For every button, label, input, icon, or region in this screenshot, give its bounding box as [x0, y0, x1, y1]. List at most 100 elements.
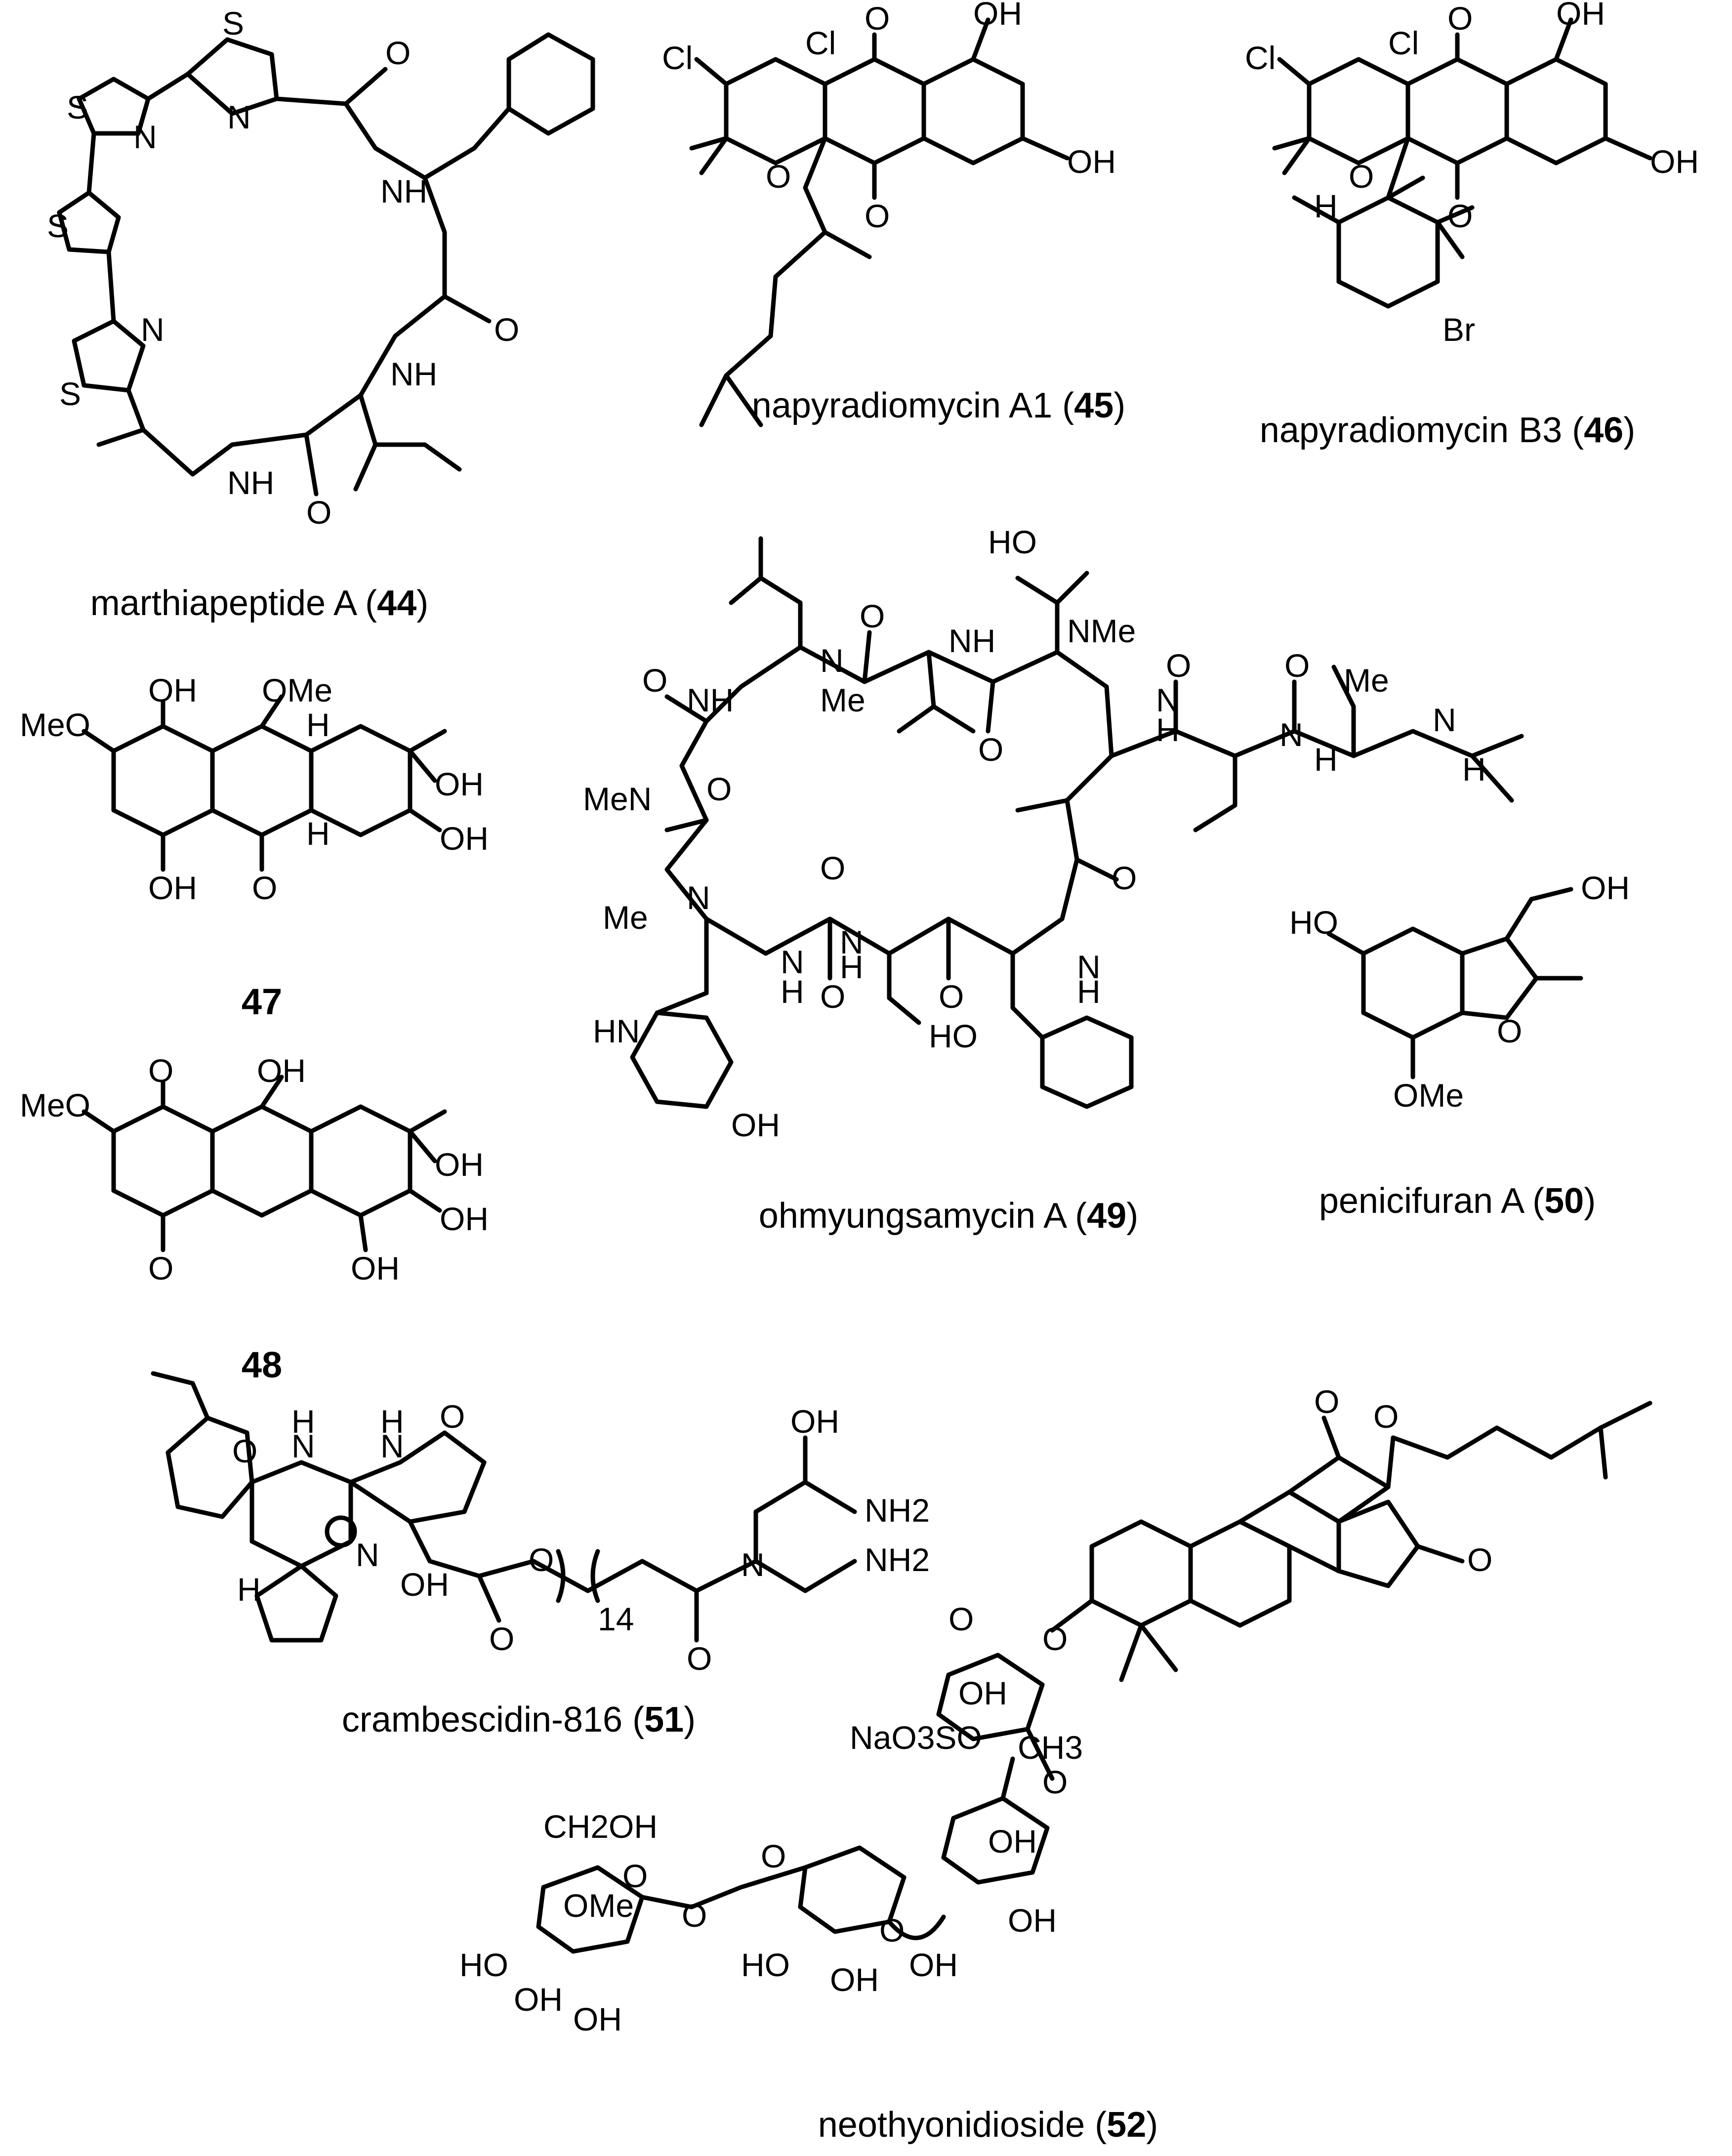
atom-label: HO — [741, 1947, 790, 1983]
atom-label: N — [1156, 682, 1180, 718]
atom-label: OH — [514, 1981, 563, 2018]
atom-label: OH — [440, 820, 489, 857]
atom-label: N — [356, 1536, 379, 1573]
atom-label: Br — [1443, 311, 1475, 348]
atom-label: S — [67, 89, 88, 125]
atom-label: O — [1447, 0, 1473, 37]
compound-caption-52: neothyonidioside (52) — [818, 2105, 1158, 2145]
atom-label: H — [1314, 188, 1338, 224]
atom-label: OH — [1008, 1902, 1057, 1939]
atom-label: N — [840, 924, 864, 960]
atom-label: OH — [731, 1107, 780, 1143]
atom-label: HO — [1289, 904, 1338, 941]
compound-number: 46 — [1584, 411, 1624, 450]
atom-label: Cl — [662, 40, 693, 76]
atom-label: O — [494, 311, 519, 348]
compound-caption-49: ohmyungsamycin A (49) — [758, 1196, 1139, 1236]
atom-label: Me — [1344, 662, 1389, 699]
structure-compound-48: O OH MeO OH OH O OH — [20, 1052, 489, 1286]
atom-label: OH — [1581, 870, 1630, 906]
structure-compound-47: OH OMe H MeO OH OH OH O H — [20, 672, 489, 906]
atom-label: O — [948, 1601, 974, 1637]
structure-ohmyungsamycin-a: HO O NH N Me O NMe N H O H N O Me N H NH… — [583, 524, 1524, 1143]
atom-label: OH — [440, 1201, 489, 1237]
atom-label: N — [687, 879, 710, 916]
atom-label: MeO — [20, 706, 90, 743]
compound-number: 47 — [241, 981, 283, 1022]
atom-label: O — [440, 1398, 465, 1435]
atom-label: NMe — [1067, 613, 1136, 649]
compound-number: 45 — [1074, 386, 1114, 425]
compound-caption-46: napyradiomycin B3 (46) — [1259, 411, 1636, 450]
atom-label: H — [1077, 973, 1101, 1010]
structure-crambescidin-816: O N H N H O N H OH O O 14 O N OH NH2 NH2 — [151, 1371, 930, 1677]
atom-label: O — [1497, 1013, 1522, 1049]
atom-label: NH2 — [865, 1492, 930, 1529]
atom-label: S — [59, 375, 81, 412]
atom-label: O — [978, 731, 1003, 768]
atom-label: H — [237, 1571, 261, 1608]
structure-marthiapeptide-a: S S S S N N N NH NH NH O O O — [47, 5, 595, 531]
atom-label: O — [306, 494, 331, 531]
atom-label: H — [306, 706, 330, 743]
atom-label: O — [860, 598, 885, 634]
atom-label: O — [820, 978, 845, 1015]
atom-label: MeN — [583, 781, 652, 817]
atom-label: H — [291, 1403, 315, 1440]
atom-label: O — [687, 1640, 712, 1677]
atom-label: O — [706, 771, 732, 807]
atom-label: H — [1314, 741, 1338, 778]
atom-label: OMe — [563, 1887, 634, 1924]
atom-label: O — [682, 1897, 707, 1934]
structure-napyradiomycin-b3: Cl Cl O O O OH OH H Br — [1245, 0, 1699, 348]
atom-label: O — [766, 158, 791, 195]
atom-label: HO — [988, 524, 1037, 560]
atom-label: OH — [1556, 0, 1605, 32]
compound-name: neothyonidioside — [818, 2105, 1085, 2145]
compound-caption-47: 47 — [242, 981, 282, 1023]
atom-label: O — [148, 1250, 173, 1286]
atom-label: OH — [1650, 143, 1699, 180]
atom-label: NH — [390, 356, 437, 392]
atom-label: O — [1447, 198, 1473, 234]
atom-label: O — [529, 1541, 554, 1578]
compound-caption-50: penicifuran A (50) — [1319, 1181, 1596, 1221]
compound-number: 51 — [644, 1700, 684, 1740]
atom-label: O — [642, 662, 667, 699]
atom-label: O — [761, 1838, 786, 1874]
atom-label: Cl — [1388, 25, 1419, 61]
atom-label: NH — [380, 173, 427, 209]
atom-label: Cl — [1245, 40, 1276, 76]
atom-label: N — [227, 99, 251, 135]
compound-name: napyradiomycin B3 — [1259, 411, 1563, 450]
atom-label: O — [1314, 1383, 1339, 1420]
atom-label: O — [820, 850, 845, 886]
compound-number: 49 — [1087, 1196, 1127, 1236]
atom-label: O — [1042, 1620, 1068, 1657]
atom-label: O — [1373, 1398, 1399, 1435]
atom-label: OH — [148, 870, 197, 906]
atom-label: OH — [830, 1961, 879, 1998]
atom-label: O — [1284, 647, 1310, 684]
atom-label: OH — [909, 1947, 958, 1983]
atom-label: H — [781, 973, 804, 1010]
atom-label: N — [781, 944, 804, 980]
atom-label: H — [306, 815, 330, 852]
atom-label: O — [1166, 647, 1191, 684]
atom-label: N — [291, 1428, 315, 1464]
atom-label: O — [865, 198, 890, 234]
compound-caption-44: marthiapeptide A (44) — [90, 583, 429, 623]
atom-label: NH — [227, 464, 274, 501]
atom-label: OH — [257, 1052, 306, 1089]
atom-label: NaO3SO — [850, 1719, 982, 1756]
atom-label: O — [489, 1620, 514, 1657]
atom-label: HO — [459, 1947, 508, 1983]
compound-name: napyradiomycin A1 — [751, 386, 1053, 425]
compound-number: 44 — [377, 583, 417, 623]
atom-label: Cl — [805, 25, 836, 61]
atom-label: N — [1279, 716, 1303, 753]
atom-label: CH3 — [1018, 1729, 1083, 1766]
atom-label: OH — [988, 1823, 1037, 1860]
atom-label: NH2 — [865, 1541, 930, 1578]
